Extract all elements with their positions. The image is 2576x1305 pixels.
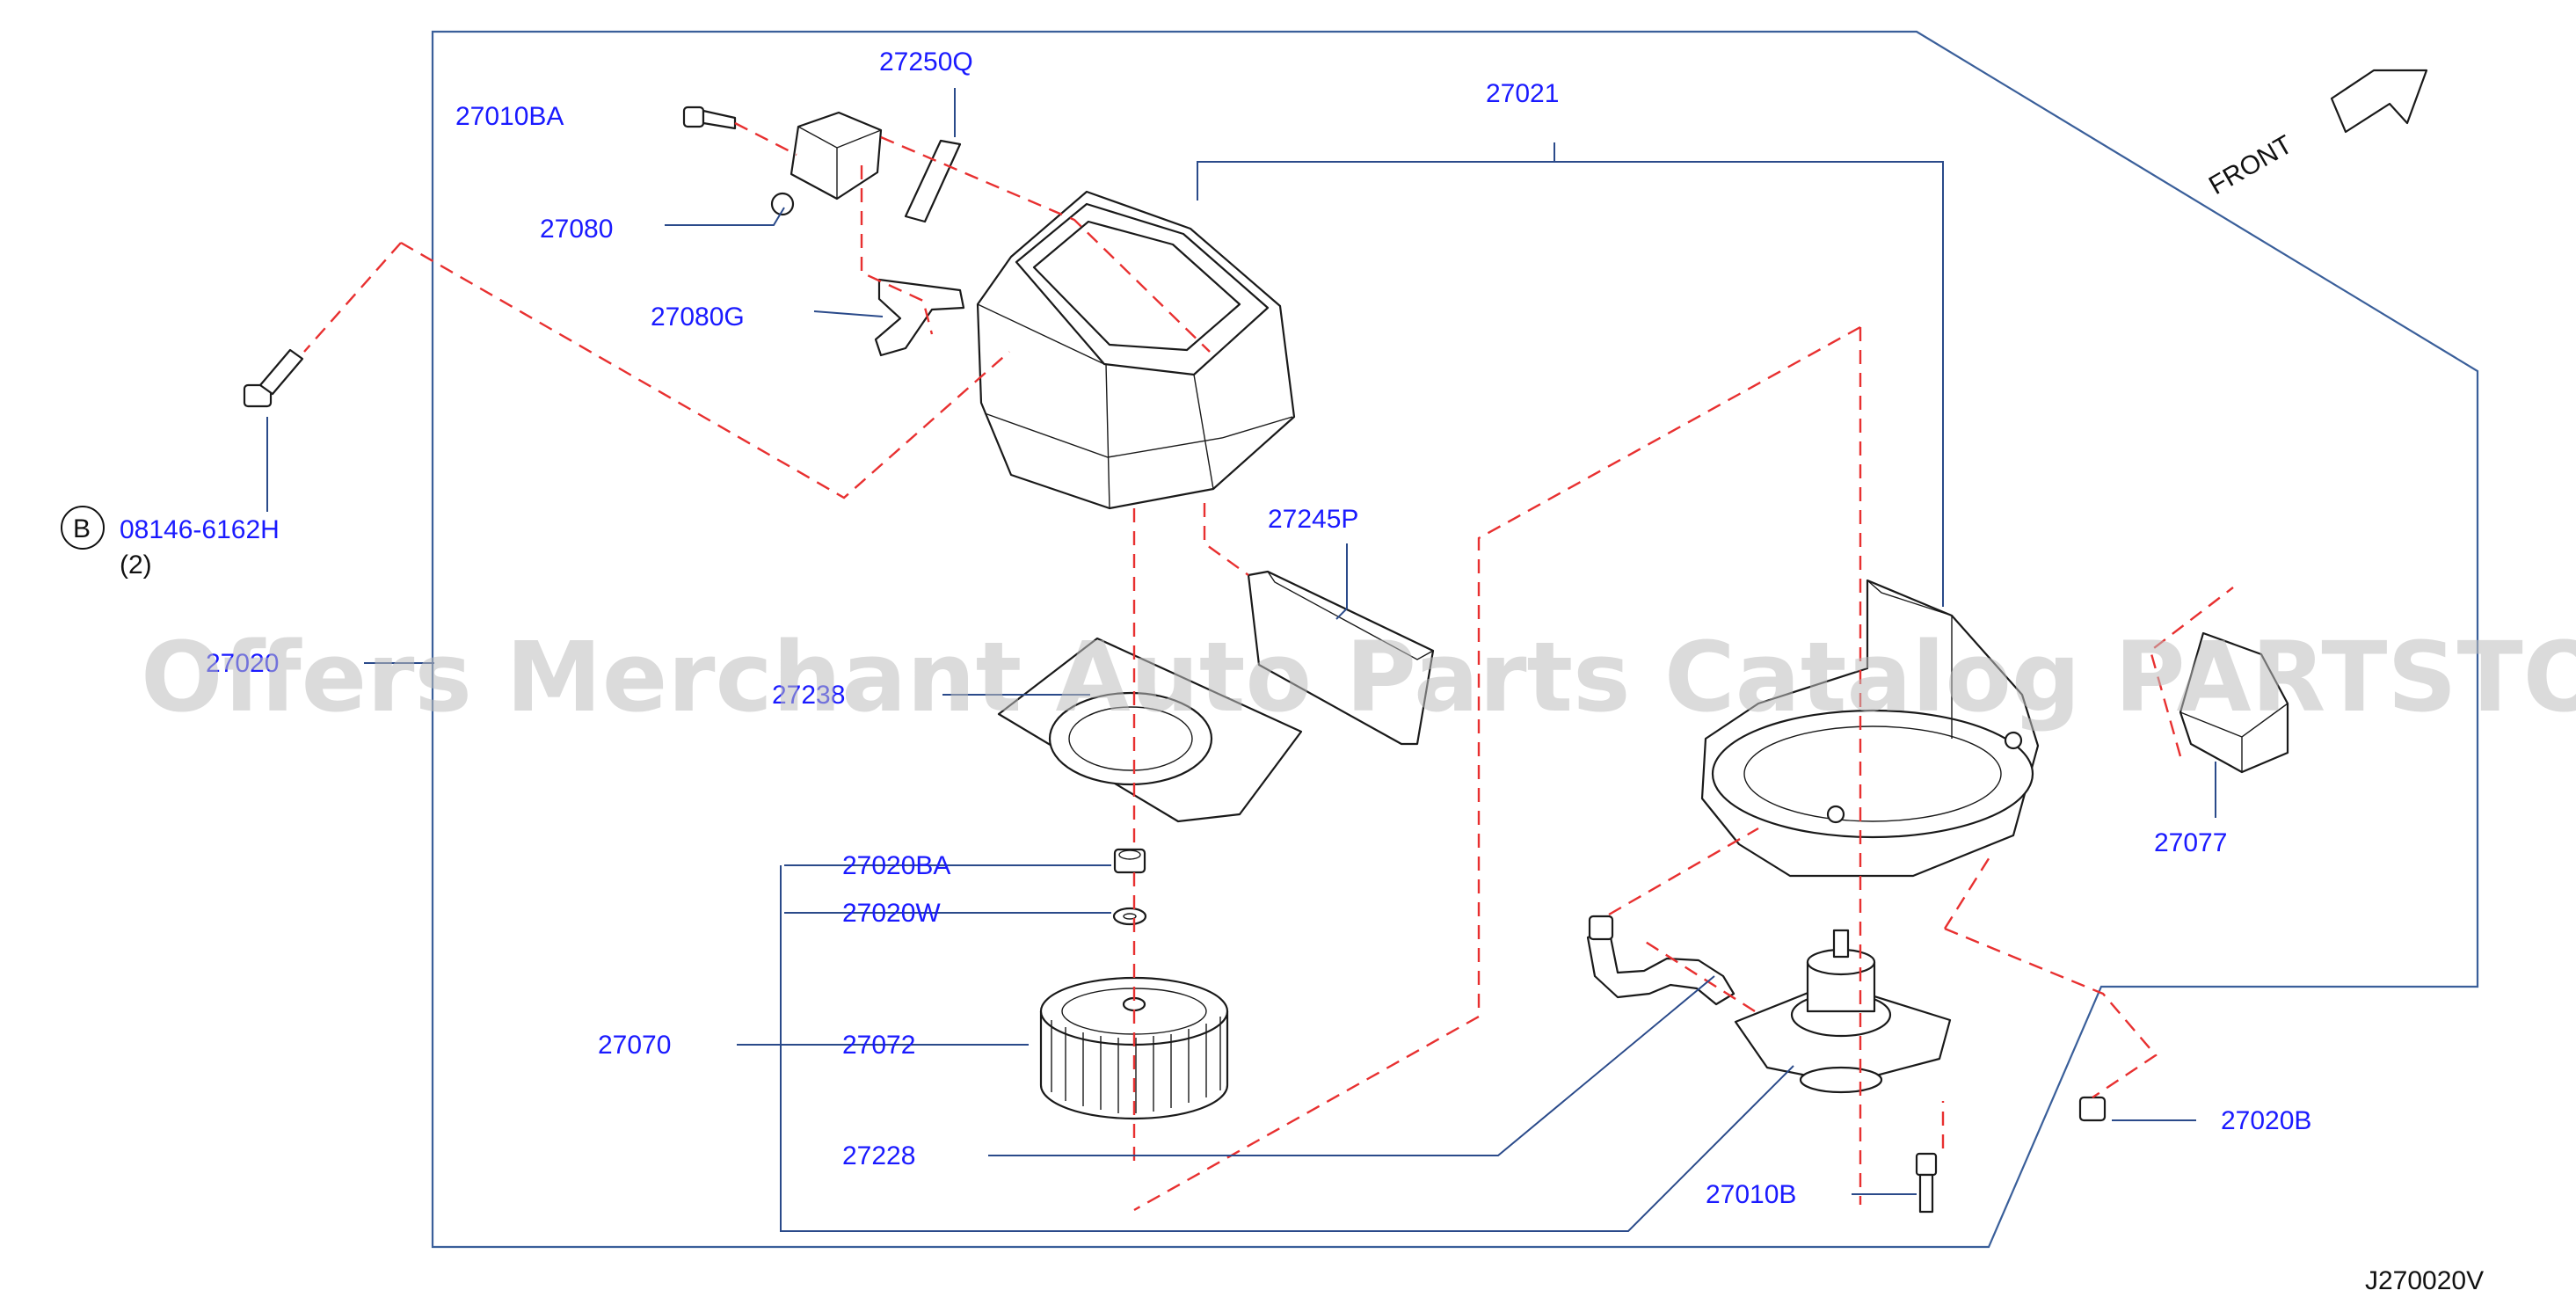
gasket-27238-icon [997, 637, 1303, 823]
assembly-frame [431, 30, 2479, 1249]
leader-lines [266, 88, 2216, 1232]
label-27021[interactable]: 27021 [1486, 79, 1559, 108]
bracket-27080g-icon [874, 278, 965, 357]
harness-27228-icon [1586, 915, 1736, 1006]
washer-27020w-icon [1112, 907, 1147, 926]
link-27250q-icon [904, 139, 962, 223]
front-arrow-icon [2330, 69, 2428, 134]
intake-case-27021-icon [976, 190, 1296, 510]
nut-27020ba-icon [1113, 848, 1146, 874]
blower-case-icon [1700, 579, 2040, 878]
label-27070[interactable]: 27070 [598, 1031, 671, 1060]
label-27020b[interactable]: 27020B [2221, 1106, 2311, 1135]
bolt-marker-circle [61, 506, 105, 550]
resistor-27077-icon [2179, 631, 2289, 774]
bolt-marker-letter: B [73, 514, 91, 543]
label-27010ba[interactable]: 27010BA [455, 102, 564, 131]
label-27080[interactable]: 27080 [540, 215, 613, 244]
assembly-dashed-lines [303, 121, 2234, 1212]
label-27077[interactable]: 27077 [2154, 828, 2227, 857]
label-27228[interactable]: 27228 [842, 1141, 915, 1170]
label-27020[interactable]: 27020 [206, 649, 279, 678]
watermark: Offers Merchant Auto Parts Catalog PARTS… [141, 621, 2576, 733]
label-27245p[interactable]: 27245P [1268, 505, 1358, 534]
label-27238[interactable]: 27238 [772, 681, 845, 710]
blower-motor-27070-icon [1734, 929, 1952, 1094]
bolt-08146-icon [243, 348, 304, 408]
diagram-code: J270020V [2365, 1266, 2484, 1295]
label-27020ba[interactable]: 27020BA [842, 851, 950, 880]
label-27010b[interactable]: 27010B [1706, 1180, 1796, 1209]
label-27072[interactable]: 27072 [842, 1031, 915, 1060]
actuator-27080-icon [770, 111, 883, 216]
label-27250q[interactable]: 27250Q [879, 47, 973, 77]
nut-27020b-icon [2078, 1096, 2107, 1122]
front-label: FRONT [2204, 130, 2297, 200]
label-27020w[interactable]: 27020W [842, 899, 941, 928]
label-27080g[interactable]: 27080G [651, 303, 745, 332]
bolt-27010b-icon [1915, 1152, 1938, 1214]
screw-27010ba-icon [682, 106, 737, 130]
label-08146-qty: (2) [120, 550, 152, 580]
label-08146-6162h[interactable]: 08146-6162H [120, 515, 280, 544]
filter-27245p-icon [1247, 570, 1435, 746]
